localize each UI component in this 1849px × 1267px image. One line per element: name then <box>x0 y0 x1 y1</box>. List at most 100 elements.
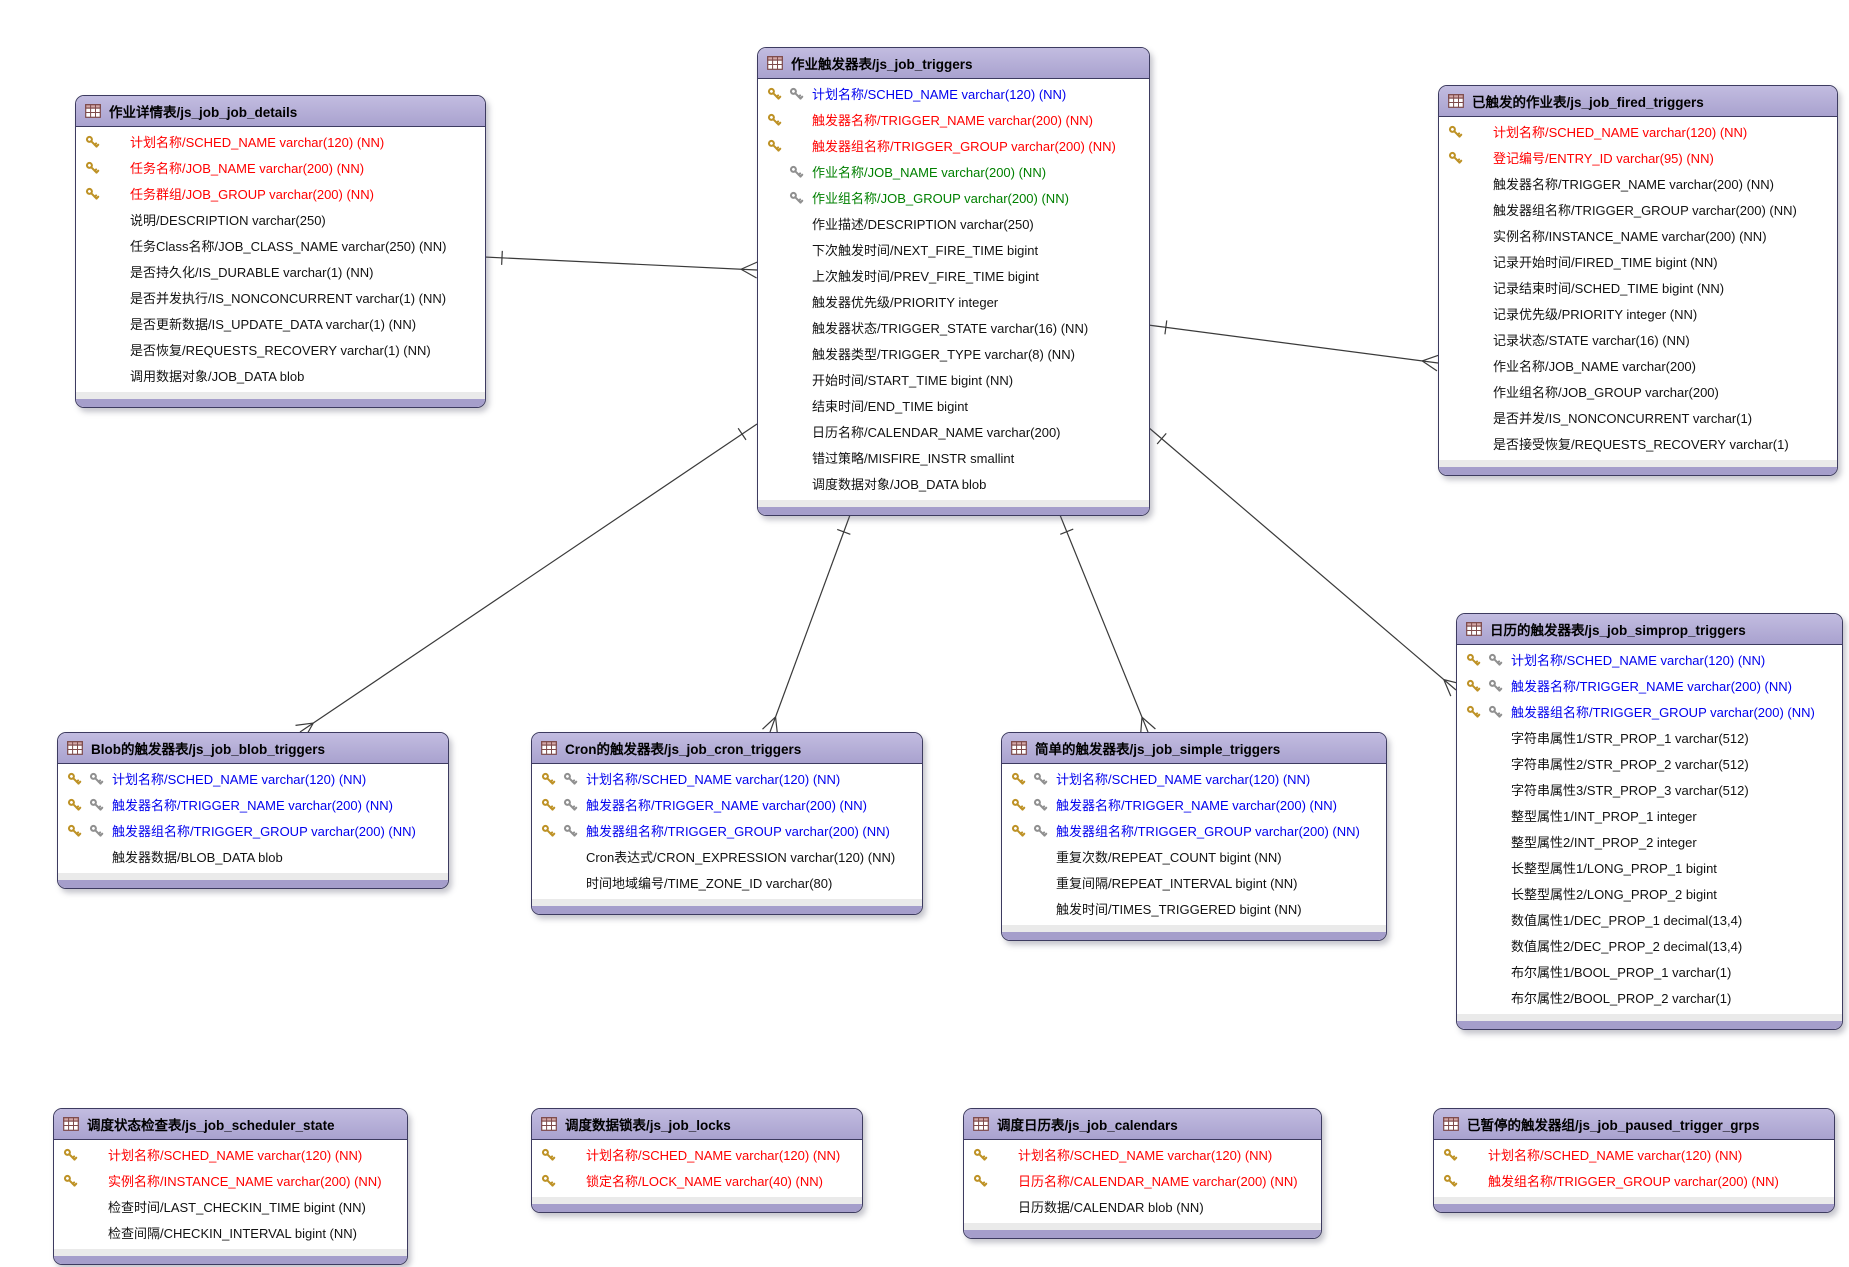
column-row[interactable]: 触发时间/TIMES_TRIGGERED bigint (NN) <box>1002 897 1386 923</box>
relationship-job_details-to-triggers[interactable] <box>483 250 758 279</box>
column-row[interactable]: 触发器数据/BLOB_DATA blob <box>58 845 448 871</box>
entity-table-js_job_job_details[interactable]: 作业详情表/js_job_job_details 计划名称/SCHED_NAME … <box>75 95 486 408</box>
column-row[interactable]: 布尔属性1/BOOL_PROP_1 varchar(1) <box>1457 960 1842 986</box>
column-row[interactable]: 计划名称/SCHED_NAME varchar(120) (NN) <box>58 767 448 793</box>
column-row[interactable]: 字符串属性1/STR_PROP_1 varchar(512) <box>1457 726 1842 752</box>
column-row[interactable]: 锁定名称/LOCK_NAME varchar(40) (NN) <box>532 1169 862 1195</box>
column-row[interactable]: 计划名称/SCHED_NAME varchar(120) (NN) <box>532 767 922 793</box>
column-row[interactable]: 触发器名称/TRIGGER_NAME varchar(200) (NN) <box>1002 793 1386 819</box>
column-row[interactable]: 触发器组名称/TRIGGER_GROUP varchar(200) (NN) <box>758 134 1149 160</box>
column-row[interactable]: 重复次数/REPEAT_COUNT bigint (NN) <box>1002 845 1386 871</box>
column-row[interactable]: 长整型属性1/LONG_PROP_1 bigint <box>1457 856 1842 882</box>
column-row[interactable]: 任务群组/JOB_GROUP varchar(200) (NN) <box>76 182 485 208</box>
column-row[interactable]: 登记编号/ENTRY_ID varchar(95) (NN) <box>1439 146 1837 172</box>
column-row[interactable]: 触发器组名称/TRIGGER_GROUP varchar(200) (NN) <box>1457 700 1842 726</box>
column-row[interactable]: 整型属性1/INT_PROP_1 integer <box>1457 804 1842 830</box>
column-row[interactable]: 触发器优先级/PRIORITY integer <box>758 290 1149 316</box>
column-row[interactable]: 作业组名称/JOB_GROUP varchar(200) (NN) <box>758 186 1149 212</box>
column-row[interactable]: Cron表达式/CRON_EXPRESSION varchar(120) (NN… <box>532 845 922 871</box>
entity-table-js_job_paused_trigger_grps[interactable]: 已暂停的触发器组/js_job_paused_trigger_grps 计划名称/… <box>1433 1108 1835 1213</box>
column-row[interactable]: 结束时间/END_TIME bigint <box>758 394 1149 420</box>
column-row[interactable]: 开始时间/START_TIME bigint (NN) <box>758 368 1149 394</box>
column-row[interactable]: 触发器组名称/TRIGGER_GROUP varchar(200) (NN) <box>1439 198 1837 224</box>
relationship-triggers-to-simple_triggers[interactable] <box>1059 514 1156 736</box>
column-row[interactable]: 触发器类型/TRIGGER_TYPE varchar(8) (NN) <box>758 342 1149 368</box>
column-row[interactable]: 作业名称/JOB_NAME varchar(200) (NN) <box>758 160 1149 186</box>
column-row[interactable]: 记录状态/STATE varchar(16) (NN) <box>1439 328 1837 354</box>
column-row[interactable]: 任务名称/JOB_NAME varchar(200) (NN) <box>76 156 485 182</box>
column-row[interactable]: 错过策略/MISFIRE_INSTR smallint <box>758 446 1149 472</box>
column-row[interactable]: 触发器名称/TRIGGER_NAME varchar(200) (NN) <box>1457 674 1842 700</box>
column-row[interactable]: 触发器名称/TRIGGER_NAME varchar(200) (NN) <box>758 108 1149 134</box>
table-header[interactable]: 已暂停的触发器组/js_job_paused_trigger_grps <box>1434 1109 1834 1140</box>
column-row[interactable]: 说明/DESCRIPTION varchar(250) <box>76 208 485 234</box>
column-row[interactable]: 触发器名称/TRIGGER_NAME varchar(200) (NN) <box>532 793 922 819</box>
column-row[interactable]: 数值属性2/DEC_PROP_2 decimal(13,4) <box>1457 934 1842 960</box>
entity-table-js_job_fired_triggers[interactable]: 已触发的作业表/js_job_fired_triggers 计划名称/SCHED_… <box>1438 85 1838 476</box>
column-row[interactable]: 检查时间/LAST_CHECKIN_TIME bigint (NN) <box>54 1195 407 1221</box>
column-row[interactable]: 计划名称/SCHED_NAME varchar(120) (NN) <box>1457 648 1842 674</box>
column-row[interactable]: 任务Class名称/JOB_CLASS_NAME varchar(250) (N… <box>76 234 485 260</box>
column-row[interactable]: 是否并发/IS_NONCONCURRENT varchar(1) <box>1439 406 1837 432</box>
column-row[interactable]: 记录开始时间/FIRED_TIME bigint (NN) <box>1439 250 1837 276</box>
entity-table-js_job_simple_triggers[interactable]: 简单的触发器表/js_job_simple_triggers 计划名称/SCHED… <box>1001 732 1387 941</box>
column-row[interactable]: 上次触发时间/PREV_FIRE_TIME bigint <box>758 264 1149 290</box>
column-row[interactable]: 下次触发时间/NEXT_FIRE_TIME bigint <box>758 238 1149 264</box>
column-row[interactable]: 记录结束时间/SCHED_TIME bigint (NN) <box>1439 276 1837 302</box>
column-row[interactable]: 计划名称/SCHED_NAME varchar(120) (NN) <box>1439 120 1837 146</box>
table-header[interactable]: 作业触发器表/js_job_triggers <box>758 48 1149 79</box>
column-row[interactable]: 时间地域编号/TIME_ZONE_ID varchar(80) <box>532 871 922 897</box>
column-row[interactable]: 字符串属性3/STR_PROP_3 varchar(512) <box>1457 778 1842 804</box>
table-header[interactable]: 简单的触发器表/js_job_simple_triggers <box>1002 733 1386 764</box>
column-row[interactable]: 触发器名称/TRIGGER_NAME varchar(200) (NN) <box>1439 172 1837 198</box>
column-row[interactable]: 计划名称/SCHED_NAME varchar(120) (NN) <box>758 82 1149 108</box>
entity-table-js_job_scheduler_state[interactable]: 调度状态检查表/js_job_scheduler_state 计划名称/SCHED… <box>53 1108 408 1265</box>
column-row[interactable]: 调度数据对象/JOB_DATA blob <box>758 472 1149 498</box>
column-row[interactable]: 实例名称/INSTANCE_NAME varchar(200) (NN) <box>1439 224 1837 250</box>
column-row[interactable]: 布尔属性2/BOOL_PROP_2 varchar(1) <box>1457 986 1842 1012</box>
relationship-triggers-to-cron_triggers[interactable] <box>762 514 851 735</box>
column-row[interactable]: 是否并发执行/IS_NONCONCURRENT varchar(1) (NN) <box>76 286 485 312</box>
column-row[interactable]: 日历名称/CALENDAR_NAME varchar(200) <box>758 420 1149 446</box>
column-row[interactable]: 计划名称/SCHED_NAME varchar(120) (NN) <box>1002 767 1386 793</box>
column-row[interactable]: 计划名称/SCHED_NAME varchar(120) (NN) <box>532 1143 862 1169</box>
column-row[interactable]: 整型属性2/INT_PROP_2 integer <box>1457 830 1842 856</box>
table-header[interactable]: 作业详情表/js_job_job_details <box>76 96 485 127</box>
column-row[interactable]: 触发组名称/TRIGGER_GROUP varchar(200) (NN) <box>1434 1169 1834 1195</box>
relationship-triggers-to-fired_triggers[interactable] <box>1147 320 1440 372</box>
relationship-triggers-to-blob_triggers[interactable] <box>295 423 758 739</box>
table-header[interactable]: 调度日历表/js_job_calendars <box>964 1109 1321 1140</box>
column-row[interactable]: 作业组名称/JOB_GROUP varchar(200) <box>1439 380 1837 406</box>
table-header[interactable]: 已触发的作业表/js_job_fired_triggers <box>1439 86 1837 117</box>
entity-table-js_job_blob_triggers[interactable]: Blob的触发器表/js_job_blob_triggers 计划名称/SCHED… <box>57 732 449 889</box>
column-row[interactable]: 计划名称/SCHED_NAME varchar(120) (NN) <box>964 1143 1321 1169</box>
column-row[interactable]: 是否恢复/REQUESTS_RECOVERY varchar(1) (NN) <box>76 338 485 364</box>
column-row[interactable]: 数值属性1/DEC_PROP_1 decimal(13,4) <box>1457 908 1842 934</box>
column-row[interactable]: 计划名称/SCHED_NAME varchar(120) (NN) <box>76 130 485 156</box>
column-row[interactable]: 记录优先级/PRIORITY integer (NN) <box>1439 302 1837 328</box>
column-row[interactable]: 检查间隔/CHECKIN_INTERVAL bigint (NN) <box>54 1221 407 1247</box>
column-row[interactable]: 日历名称/CALENDAR_NAME varchar(200) (NN) <box>964 1169 1321 1195</box>
table-header[interactable]: 日历的触发器表/js_job_simprop_triggers <box>1457 614 1842 645</box>
column-row[interactable]: 作业名称/JOB_NAME varchar(200) <box>1439 354 1837 380</box>
column-row[interactable]: 计划名称/SCHED_NAME varchar(120) (NN) <box>54 1143 407 1169</box>
column-row[interactable]: 实例名称/INSTANCE_NAME varchar(200) (NN) <box>54 1169 407 1195</box>
column-row[interactable]: 是否持久化/IS_DURABLE varchar(1) (NN) <box>76 260 485 286</box>
entity-table-js_job_triggers[interactable]: 作业触发器表/js_job_triggers 计划名称/SCHED_NAME va… <box>757 47 1150 516</box>
table-header[interactable]: Blob的触发器表/js_job_blob_triggers <box>58 733 448 764</box>
column-row[interactable]: 字符串属性2/STR_PROP_2 varchar(512) <box>1457 752 1842 778</box>
table-header[interactable]: 调度数据锁表/js_job_locks <box>532 1109 862 1140</box>
entity-table-js_job_cron_triggers[interactable]: Cron的触发器表/js_job_cron_triggers 计划名称/SCHED… <box>531 732 923 915</box>
table-header[interactable]: Cron的触发器表/js_job_cron_triggers <box>532 733 922 764</box>
column-row[interactable]: 计划名称/SCHED_NAME varchar(120) (NN) <box>1434 1143 1834 1169</box>
column-row[interactable]: 触发器组名称/TRIGGER_GROUP varchar(200) (NN) <box>1002 819 1386 845</box>
column-row[interactable]: 调用数据对象/JOB_DATA blob <box>76 364 485 390</box>
column-row[interactable]: 日历数据/CALENDAR blob (NN) <box>964 1195 1321 1221</box>
table-header[interactable]: 调度状态检查表/js_job_scheduler_state <box>54 1109 407 1140</box>
entity-table-js_job_calendars[interactable]: 调度日历表/js_job_calendars 计划名称/SCHED_NAME va… <box>963 1108 1322 1239</box>
column-row[interactable]: 长整型属性2/LONG_PROP_2 bigint <box>1457 882 1842 908</box>
entity-table-js_job_locks[interactable]: 调度数据锁表/js_job_locks 计划名称/SCHED_NAME varch… <box>531 1108 863 1213</box>
relationship-triggers-to-simprop_triggers[interactable] <box>1147 426 1462 697</box>
column-row[interactable]: 是否接受恢复/REQUESTS_RECOVERY varchar(1) <box>1439 432 1837 458</box>
column-row[interactable]: 是否更新数据/IS_UPDATE_DATA varchar(1) (NN) <box>76 312 485 338</box>
